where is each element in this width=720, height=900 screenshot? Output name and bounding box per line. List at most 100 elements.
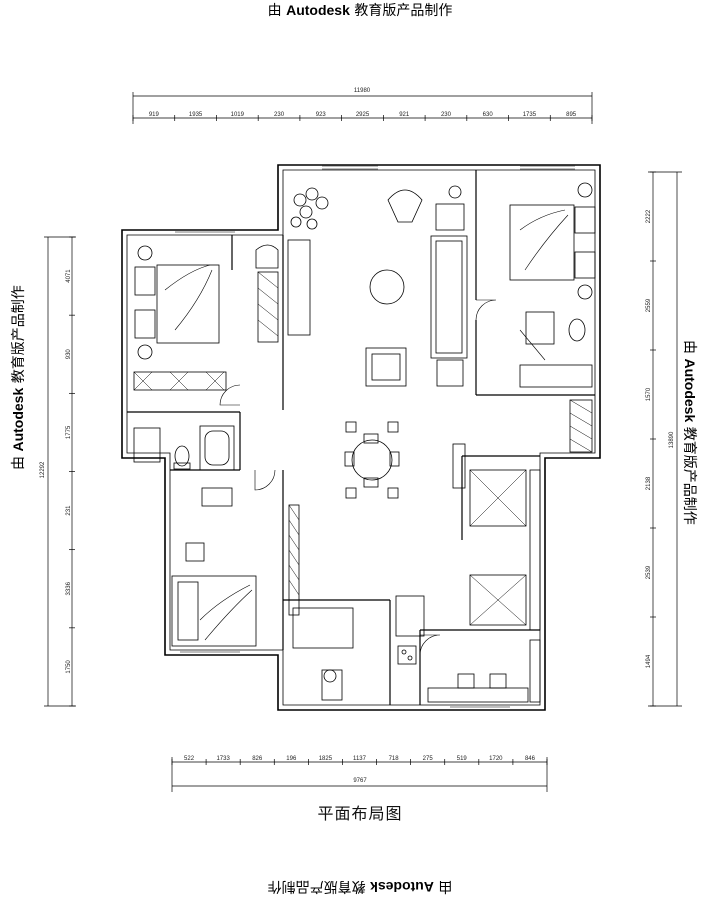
counter-icon xyxy=(292,607,354,649)
dining-chair-icon xyxy=(345,487,357,499)
sink-icon xyxy=(133,427,161,463)
dining-chair-icon xyxy=(389,451,400,467)
door-swings xyxy=(219,299,546,656)
stove-icon xyxy=(397,645,417,665)
desk-chair-icon xyxy=(457,673,475,689)
nightstand-lamp-icon xyxy=(577,284,593,300)
lounge-chair-icon xyxy=(387,189,423,223)
plant-icon xyxy=(290,187,329,230)
dim-right-label: 1494 xyxy=(646,654,652,668)
watermark-suffix: 教育版产品制作 xyxy=(354,3,453,19)
sink-icon xyxy=(525,311,555,345)
wardrobe-icon xyxy=(469,469,527,527)
dim-right-label: 2539 xyxy=(646,565,652,579)
dim-right-total: 13890 xyxy=(669,431,675,448)
nightstand-lamp-icon xyxy=(137,344,153,360)
dining-chair-icon xyxy=(363,433,379,444)
dim-right-label: 2559 xyxy=(646,298,652,312)
bedroom-right xyxy=(509,182,596,300)
desk-chair-icon xyxy=(489,673,507,689)
room-bottom-right xyxy=(427,469,541,703)
dim-top-label: 2925 xyxy=(356,112,370,118)
dining-chair-icon xyxy=(344,451,355,467)
dim-left-total: 12292 xyxy=(40,461,46,478)
watermark-top: 由 Autodesk 教育版产品制作 xyxy=(0,0,720,20)
desk-icon xyxy=(427,687,529,703)
dim-left-label: 231 xyxy=(66,505,72,516)
dim-right-label: 2138 xyxy=(646,476,652,490)
interior-walls xyxy=(127,170,595,705)
bed-icon xyxy=(171,575,257,647)
bedroom-left xyxy=(133,244,279,391)
nightstand-lamp-icon xyxy=(137,245,153,261)
dim-left-label: 1750 xyxy=(66,660,72,674)
exterior-walls xyxy=(121,164,601,711)
dim-bottom-label: 1733 xyxy=(216,756,230,762)
living-room xyxy=(287,185,468,387)
nightstand-icon xyxy=(185,542,205,562)
dim-top-label: 630 xyxy=(483,112,494,118)
dim-top-label: 1735 xyxy=(523,112,537,118)
dining-chair-icon xyxy=(387,421,399,433)
dim-left-label: 3336 xyxy=(66,581,72,595)
dining-area xyxy=(344,421,466,499)
plan-caption: 平面布局图 xyxy=(317,804,403,823)
dining-chair-icon xyxy=(387,487,399,499)
dim-left-label: 930 xyxy=(66,349,72,360)
tv-cabinet-icon xyxy=(287,239,311,336)
bathroom-right xyxy=(519,311,593,453)
nightstand-lamp-icon xyxy=(577,182,593,198)
armchair-icon xyxy=(365,347,407,387)
vanity-icon xyxy=(519,364,593,388)
dim-bottom-total: 9767 xyxy=(353,778,367,784)
chair-icon xyxy=(255,244,279,269)
dim-bottom-label: 275 xyxy=(423,756,434,762)
shelf-icon xyxy=(529,469,541,631)
dim-top-label: 1935 xyxy=(189,112,203,118)
lamp-icon xyxy=(448,185,462,199)
dining-chair-icon xyxy=(363,477,379,488)
dim-bottom-label: 522 xyxy=(184,756,195,762)
dim-bottom-label: 1720 xyxy=(489,756,503,762)
dim-top-label: 1019 xyxy=(231,112,245,118)
coffee-table-icon xyxy=(369,269,405,305)
dim-bottom-label: 718 xyxy=(389,756,400,762)
dim-top-label: 895 xyxy=(566,112,577,118)
bed-icon xyxy=(156,264,220,344)
dim-top-label: 923 xyxy=(316,112,327,118)
wardrobe-icon xyxy=(569,399,593,453)
dim-bottom-label: 519 xyxy=(457,756,468,762)
dim-bottom-label: 846 xyxy=(525,756,536,762)
toilet-icon xyxy=(174,445,190,467)
side-table-icon xyxy=(435,203,465,231)
wardrobe-icon xyxy=(133,371,227,391)
bed-icon xyxy=(509,204,575,281)
kitchen xyxy=(292,595,425,701)
watermark-brand: Autodesk xyxy=(286,2,350,18)
bathroom-left xyxy=(133,425,235,471)
shelf-icon xyxy=(288,504,300,616)
dim-top-label: 919 xyxy=(149,112,160,118)
wardrobe-icon xyxy=(257,271,279,343)
dim-right-label: 1570 xyxy=(646,387,652,401)
dim-bottom-label: 826 xyxy=(252,756,263,762)
dim-top-total: 11980 xyxy=(354,88,371,94)
toilet-icon xyxy=(568,318,586,342)
fridge-icon xyxy=(395,595,425,637)
sideboard-icon xyxy=(452,443,466,489)
dim-left-label: 1775 xyxy=(66,425,72,439)
desk-chair-icon xyxy=(321,669,343,701)
dim-left-label: 4071 xyxy=(66,269,72,283)
shelf-icon xyxy=(529,639,541,703)
dim-top-label: 921 xyxy=(399,112,410,118)
wardrobe-icon xyxy=(469,574,527,626)
dim-right-label: 2222 xyxy=(646,209,652,223)
dim-bottom-label: 1137 xyxy=(353,756,367,762)
dim-bottom-label: 1825 xyxy=(319,756,333,762)
dining-table-icon xyxy=(351,439,393,481)
bedroom-bottom-left xyxy=(171,487,300,647)
bathtub-icon xyxy=(199,425,235,471)
dining-chair-icon xyxy=(345,421,357,433)
